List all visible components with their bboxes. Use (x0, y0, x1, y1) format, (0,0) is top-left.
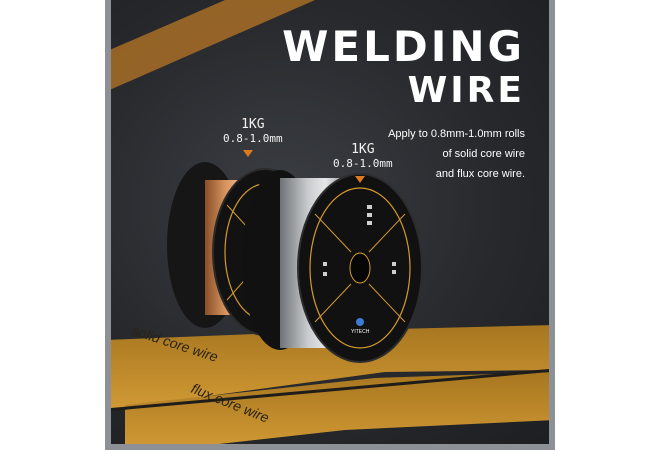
product-poster: 1KG 0.8-1.0mm 1KG 0.8-1.0mm YITECH solid… (105, 0, 555, 450)
steel-spool-arrow-icon (355, 176, 365, 183)
copper-spool-arrow-icon (243, 150, 253, 157)
accent-band (105, 0, 315, 92)
copper-spool-spec: 1KG 0.8-1.0mm (223, 118, 283, 146)
floor-stripe-solid (105, 325, 555, 410)
brand-logo-icon (356, 318, 364, 326)
floor-stripe-flux (125, 372, 555, 450)
copper-spool-weight: 1KG (241, 117, 265, 132)
steel-spool-brand: YITECH (351, 329, 370, 335)
tagline-line-1: Apply to 0.8mm-1.0mm rolls (388, 128, 525, 140)
poster-graphics (105, 0, 555, 450)
steel-spool-diameter: 0.8-1.0mm (333, 157, 393, 170)
title-welding: WELDING (282, 22, 525, 71)
tagline-line-3: and flux core wire. (435, 168, 525, 180)
steel-spool-weight: 1KG (351, 142, 375, 157)
tagline: Apply to 0.8mm-1.0mm rolls of solid core… (335, 124, 525, 184)
title-wire: WIRE (407, 70, 525, 111)
copper-spool-diameter: 0.8-1.0mm (223, 132, 283, 145)
steel-spool (242, 170, 423, 363)
floor-divider (105, 368, 555, 412)
steel-spool-spec: 1KG 0.8-1.0mm (333, 143, 393, 171)
poster-border-bottom (105, 444, 555, 450)
poster-border-right (549, 0, 555, 450)
tagline-line-2: of solid core wire (442, 148, 525, 160)
poster-border-left (105, 0, 111, 450)
